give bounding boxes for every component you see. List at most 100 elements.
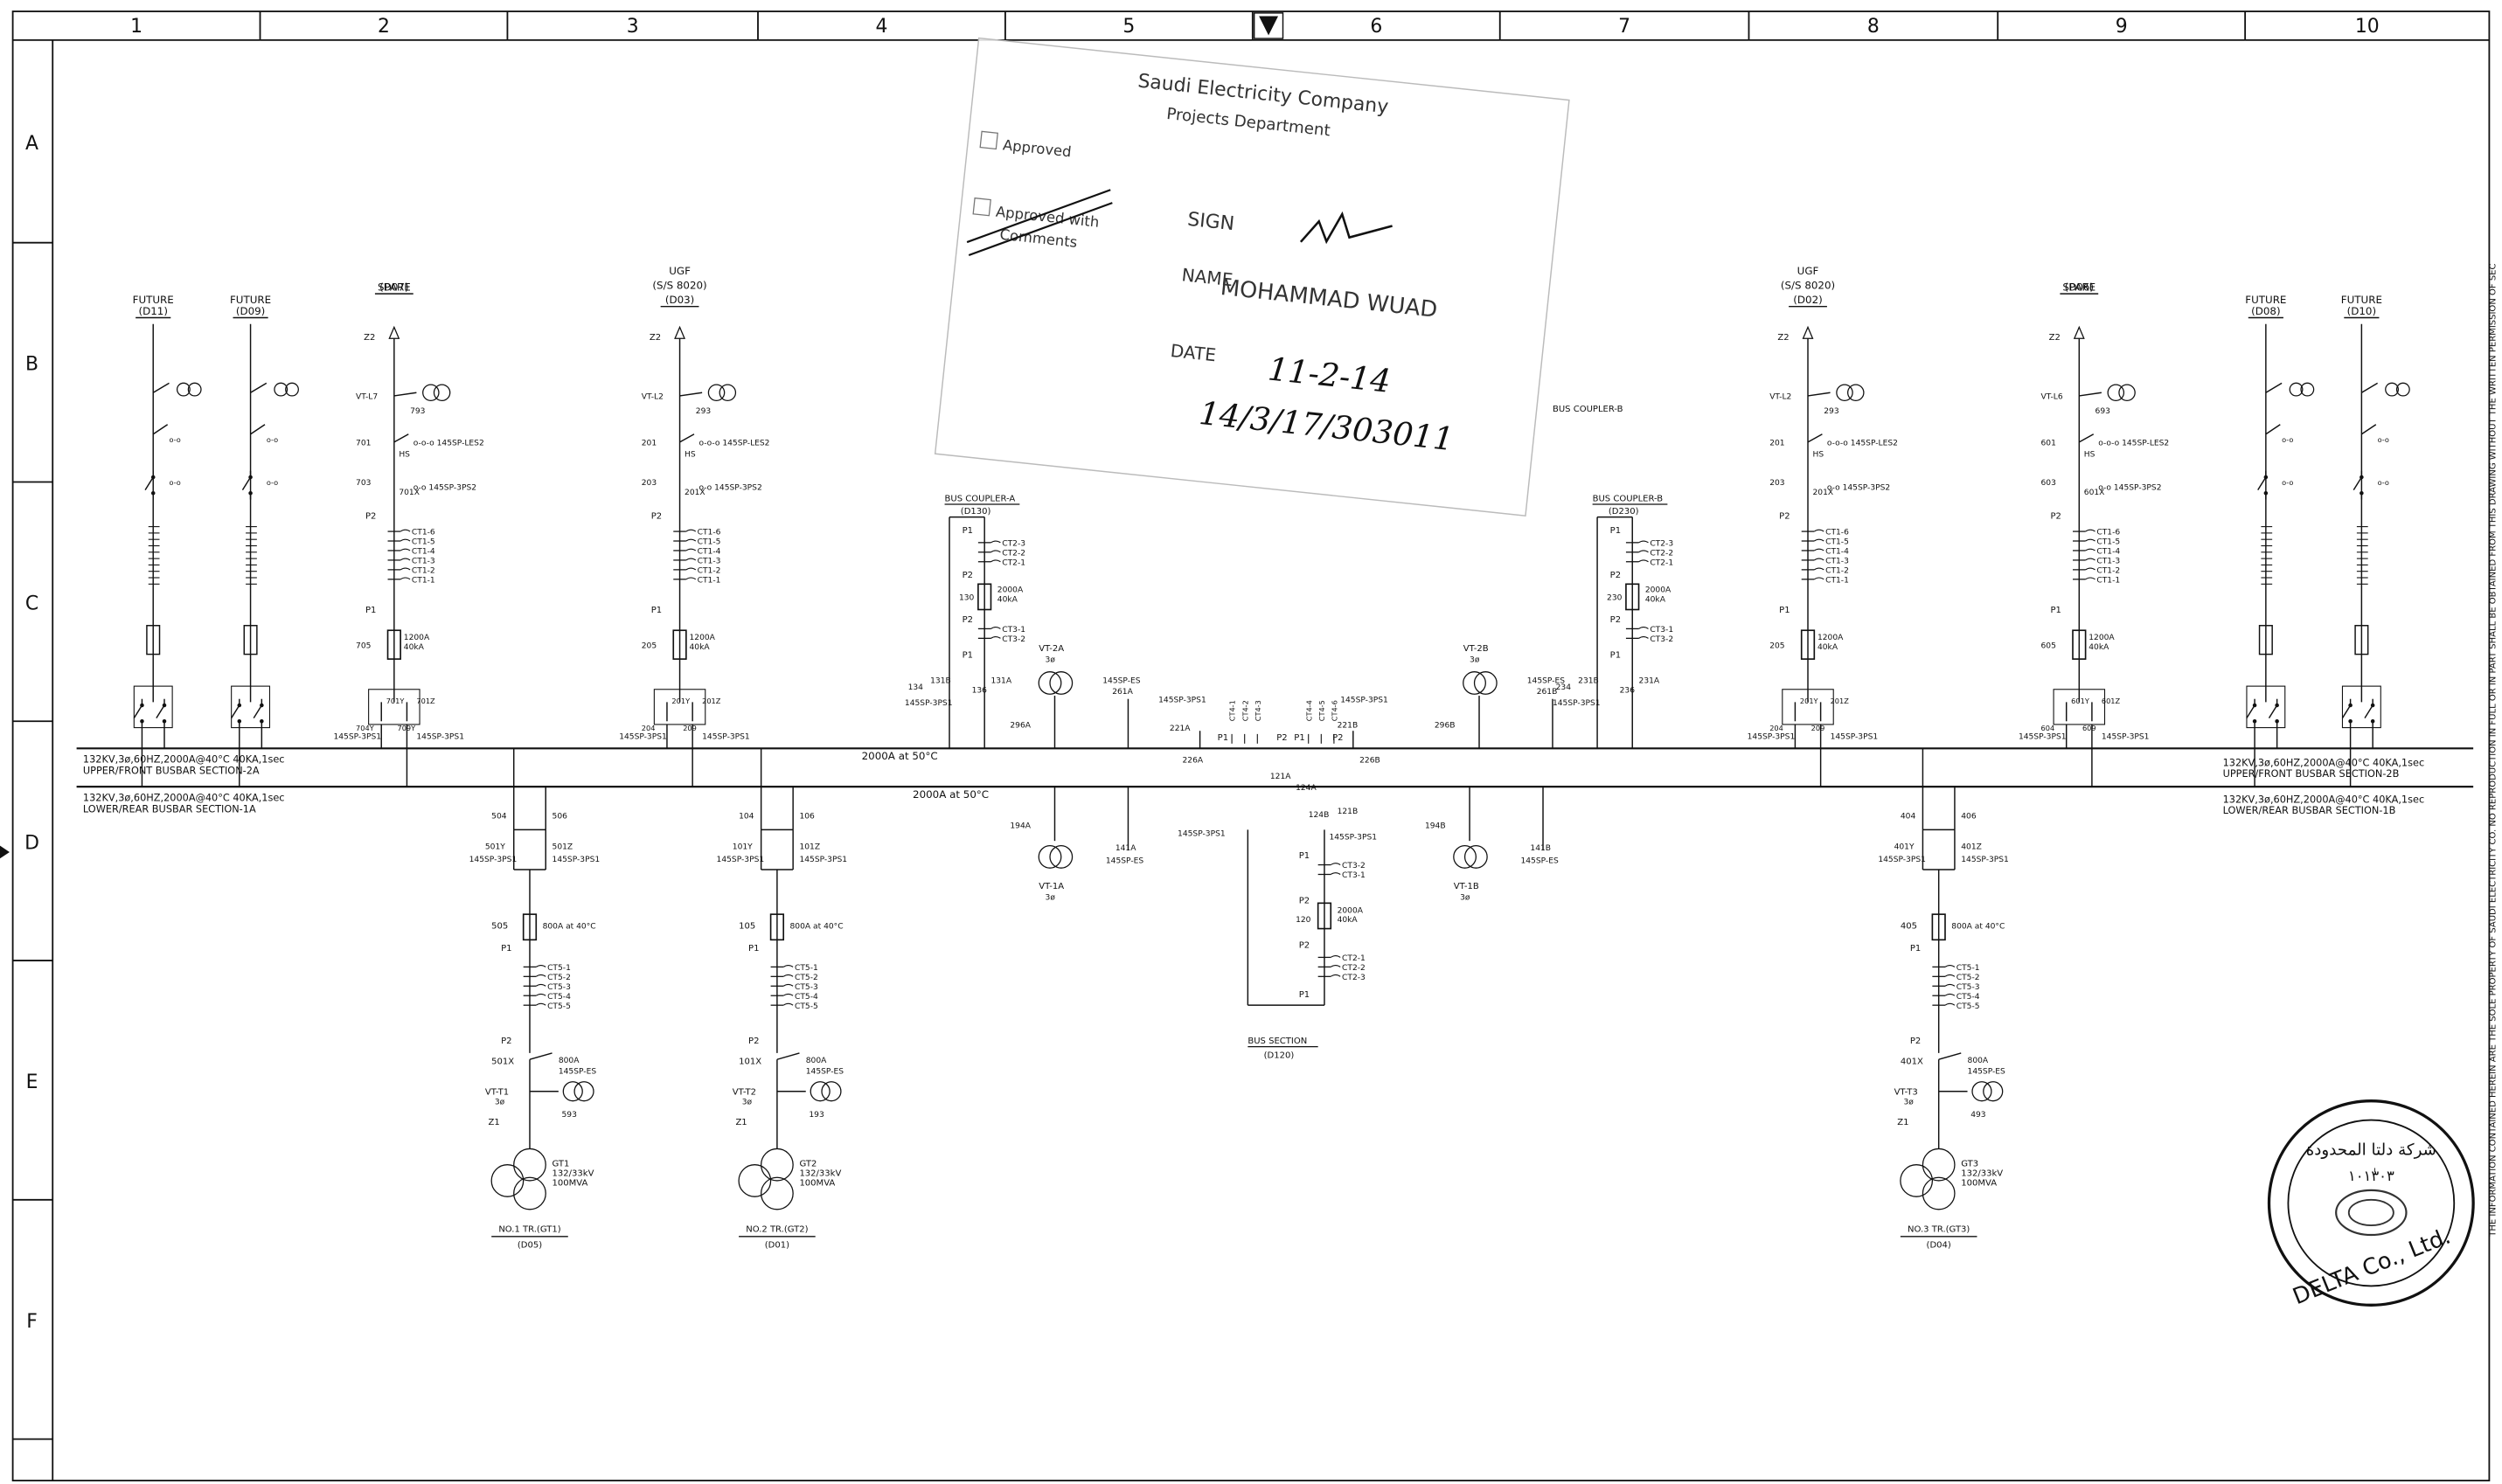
feeder-code: (D10) [2347,305,2376,317]
polarity-label: P1 [365,606,376,615]
polarity-label: P1 [963,650,973,660]
feeder-code: (D02) [1793,294,1822,306]
vt-label: VT-2B [1463,644,1489,654]
polarity-label: P1 [748,944,759,954]
switch-label: 145SP-3PS1 [702,732,750,741]
switch-mark: o-o [267,435,278,444]
breaker-rating: 2000A [1645,586,1671,594]
ct-label: CT2-2 [1650,549,1673,558]
disconnector-label: 504 [491,813,507,822]
switch-label: 145SP-3PS1 [2102,732,2150,741]
disconnector-label: 131A [990,676,1011,685]
switch-mark: o-o [2282,435,2293,444]
disconnector-label: 501Z [553,843,573,851]
earth-switch-label: 101X [739,1058,761,1067]
polarity-label: P2 [1332,733,1343,743]
earth-switch-rating: 800A [806,1057,827,1065]
polarity-label: P2 [1299,940,1310,950]
switch-label: 145SP-ES [1527,676,1566,685]
transformer-title: NO.3 TR.(GT3) [1908,1224,1970,1234]
disconnector-label: 201X [685,489,705,497]
switch-mark: o-o [169,478,180,487]
breaker-rating: 40kA [997,595,1018,604]
vt-phase: 3ø [1904,1098,1915,1106]
feeder-substation: (S/S 8020) [1781,280,1835,292]
disconnector-label: 296B [1435,722,1456,731]
disconnector-label: 296A [1010,722,1031,731]
switch-mark: o-o [2282,478,2293,487]
hs-label: HS [2084,450,2095,459]
busbar-upper-left-title: UPPER/FRONT BUSBAR SECTION-2A [83,766,260,777]
feeder-name: SPARE [2062,281,2095,293]
earth-switch-label: 593 [561,1111,577,1120]
polarity-label: P2 [1610,615,1621,625]
switch-label: 145SP-3PS1 [1158,696,1206,704]
switch-label: o-o 145SP-3PS2 [2098,484,2161,493]
disconnector-label: 601 [2041,440,2056,448]
disconnector-label: 201Y [1800,697,1819,705]
ct-label: CT1-5 [698,538,721,547]
ct-label: CT1-2 [412,567,435,576]
earth-switch-label: 193 [809,1111,824,1120]
seal-emblem [2335,1189,2408,1237]
disconnector-label: 101Z [799,843,820,851]
grid-column-label: 3 [627,16,639,38]
stamp-name-label: NAME [1181,264,1234,290]
ct-label: CT5-4 [1956,993,1980,1002]
ct-label: CT3-1 [1342,871,1366,880]
breaker-rating: 2000A [997,586,1024,594]
coupler-title: BUS COUPLER-A [945,494,1016,503]
vt-phase: 3ø [1470,656,1480,665]
zone-label: Z2 [2049,333,2061,343]
disconnector-label: 194A [1010,822,1031,831]
disconnector-label: 121A [1270,773,1291,781]
vt-label: VT-1B [1454,882,1479,891]
ct-label: CT5-5 [795,1002,818,1011]
breaker-rating: 1200A [404,634,430,642]
disconnector-label: 203 [642,479,657,488]
polarity-label: P1 [1910,944,1921,954]
busbars: 132KV,3ø,60HZ,2000A@40°C 40KA,1secUPPER/… [76,747,2474,816]
earth-switch-label: 293 [696,407,712,416]
earth-switch-rating: 800A [559,1057,580,1065]
switch-label: o-o 145SP-3PS2 [414,484,476,493]
ct-label: CT1-3 [698,558,721,566]
transformer-name: GT3 [1961,1160,1978,1169]
feeder-code: (D08) [2251,305,2280,317]
earth-switch-label: 261A [1112,688,1133,697]
polarity-label: P2 [1276,733,1287,743]
busbar-upper-right-rating: 132KV,3ø,60HZ,2000A@40°C 40KA,1sec [2223,757,2425,768]
disconnector-label: 704Y [356,724,375,732]
ct-label: CT1-3 [412,558,435,566]
vt-label: VT-L2 [1769,393,1791,402]
disconnector-label: 121B [1338,808,1359,816]
ct-label: CT2-3 [1342,974,1366,982]
breaker-label: 105 [739,922,755,932]
ct-label: CT1-4 [2096,548,2120,557]
feeder-code: (D07) [379,281,408,293]
switch-label: o-o 145SP-3PS2 [1827,484,1890,493]
switch-label: o-o-o 145SP-LES2 [1827,440,1898,448]
ct-label: CT1-1 [2096,576,2120,585]
vt-label: VT-L6 [2041,393,2063,402]
future-feeder-2: FUTURE(D09)o-oo-o [230,294,299,787]
switch-label: 145SP-ES [1520,857,1559,866]
disconnector-label: 226A [1183,757,1204,766]
stamp-signature [1299,211,1393,245]
disconnector-label: 124B [1309,811,1330,820]
transformer-code: (D04) [1927,1241,1951,1251]
ct-label: CT3-2 [1342,862,1366,870]
ct-label: CT1-1 [698,576,721,585]
breaker-label: 205 [642,641,657,650]
disconnector-label: 701 [356,440,371,448]
switch-label: 145SP-3PS1 [1553,699,1601,708]
switch-label: 145SP-ES [1102,676,1141,685]
earth-switch-label: 493 [1970,1111,1986,1120]
ct-label: CT3-2 [1002,635,1025,644]
switch-label: 145SP-3PS1 [1340,696,1388,704]
switch-label: 145SP-3PS1 [416,732,464,741]
